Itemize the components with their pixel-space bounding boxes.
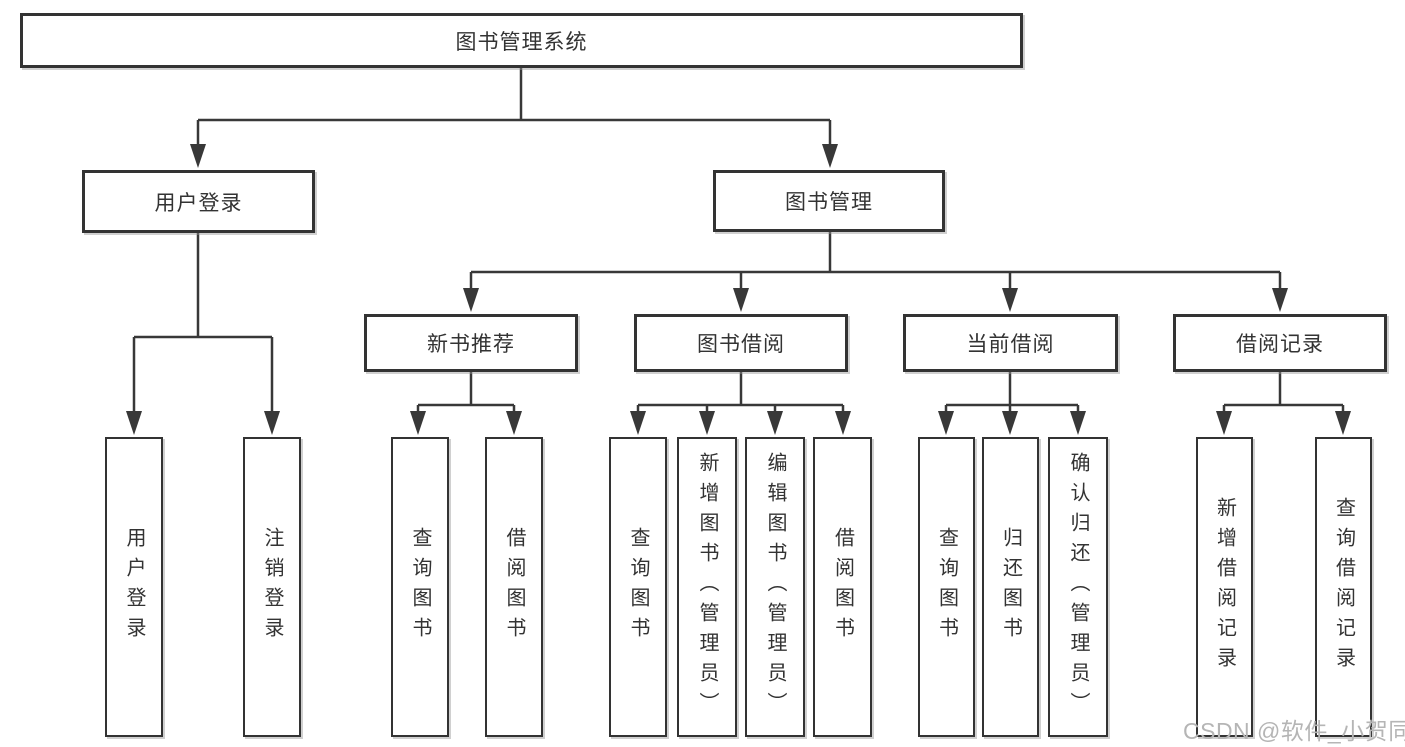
arrowhead-icon [463, 288, 479, 312]
node-leaf-user-login: 用户登录 [105, 437, 163, 737]
node-book-mgmt: 图书管理 [713, 170, 945, 232]
node-label-book-borrow: 图书借阅 [697, 333, 785, 356]
node-user-login: 用户登录 [82, 170, 315, 233]
node-leaf-borrow-book-2: 借阅图书 [813, 437, 872, 737]
node-label-leaf-query-book-2: 查询图书 [627, 527, 649, 647]
watermark: CSDN @软件_小贺同学 [1183, 718, 1405, 744]
arrowhead-icon [699, 411, 715, 435]
node-leaf-query-book-1: 查询图书 [391, 437, 449, 737]
arrowhead-icon [938, 411, 954, 435]
node-new-book-rec: 新书推荐 [364, 314, 578, 372]
arrowhead-icon [1272, 288, 1288, 312]
node-label-leaf-add-book: 新增图书（管理员） [696, 452, 718, 722]
node-label-leaf-borrow-book-2: 借阅图书 [831, 527, 854, 647]
arrowhead-icon [1335, 411, 1351, 435]
node-leaf-query-book-2: 查询图书 [609, 437, 667, 737]
node-book-borrow: 图书借阅 [634, 314, 848, 372]
node-label-leaf-query-book-1: 查询图书 [409, 527, 431, 647]
node-label-borrow-record: 借阅记录 [1236, 333, 1324, 356]
arrowhead-icon [1002, 411, 1018, 435]
node-root: 图书管理系统 [20, 13, 1023, 68]
arrowhead-icon [822, 144, 838, 168]
arrowhead-icon [835, 411, 851, 435]
arrowhead-icon [264, 411, 280, 435]
node-label-book-mgmt: 图书管理 [785, 191, 873, 214]
node-label-leaf-query-book-3: 查询图书 [935, 527, 958, 647]
node-label-root: 图书管理系统 [455, 30, 588, 54]
node-leaf-return-book: 归还图书 [982, 437, 1039, 737]
arrowhead-icon [1070, 411, 1086, 435]
node-label-leaf-user-login: 用户登录 [123, 527, 145, 647]
node-label-leaf-query-record: 查询借阅记录 [1332, 497, 1355, 677]
node-label-current-borrow: 当前借阅 [966, 333, 1055, 356]
arrowhead-icon [1216, 411, 1232, 435]
node-leaf-logout: 注销登录 [243, 437, 301, 737]
node-label-leaf-confirm-return: 确认归还（管理员） [1067, 452, 1089, 722]
arrowhead-icon [733, 288, 749, 312]
node-label-new-book-rec: 新书推荐 [427, 333, 515, 356]
arrowhead-icon [767, 411, 783, 435]
arrowhead-icon [190, 144, 206, 168]
node-leaf-query-book-3: 查询图书 [918, 437, 975, 737]
node-label-leaf-return-book: 归还图书 [999, 527, 1022, 647]
node-label-leaf-add-record: 新增借阅记录 [1213, 497, 1236, 677]
node-borrow-record: 借阅记录 [1173, 314, 1387, 372]
node-label-leaf-edit-book: 编辑图书（管理员） [764, 452, 786, 722]
arrowhead-icon [1002, 288, 1018, 312]
arrowhead-icon [630, 411, 646, 435]
arrowhead-icon [410, 411, 426, 435]
node-current-borrow: 当前借阅 [903, 314, 1118, 372]
node-leaf-borrow-book-1: 借阅图书 [485, 437, 543, 737]
arrowhead-icon [126, 411, 142, 435]
arrowhead-icon [506, 411, 522, 435]
node-label-leaf-borrow-book-1: 借阅图书 [503, 527, 525, 647]
node-leaf-confirm-return: 确认归还（管理员） [1048, 437, 1108, 737]
node-label-user-login: 用户登录 [154, 191, 243, 215]
node-label-leaf-logout: 注销登录 [261, 527, 283, 647]
node-leaf-add-record: 新增借阅记录 [1196, 437, 1253, 737]
node-leaf-query-record: 查询借阅记录 [1315, 437, 1372, 737]
node-leaf-add-book: 新增图书（管理员） [677, 437, 737, 737]
node-leaf-edit-book: 编辑图书（管理员） [745, 437, 805, 737]
